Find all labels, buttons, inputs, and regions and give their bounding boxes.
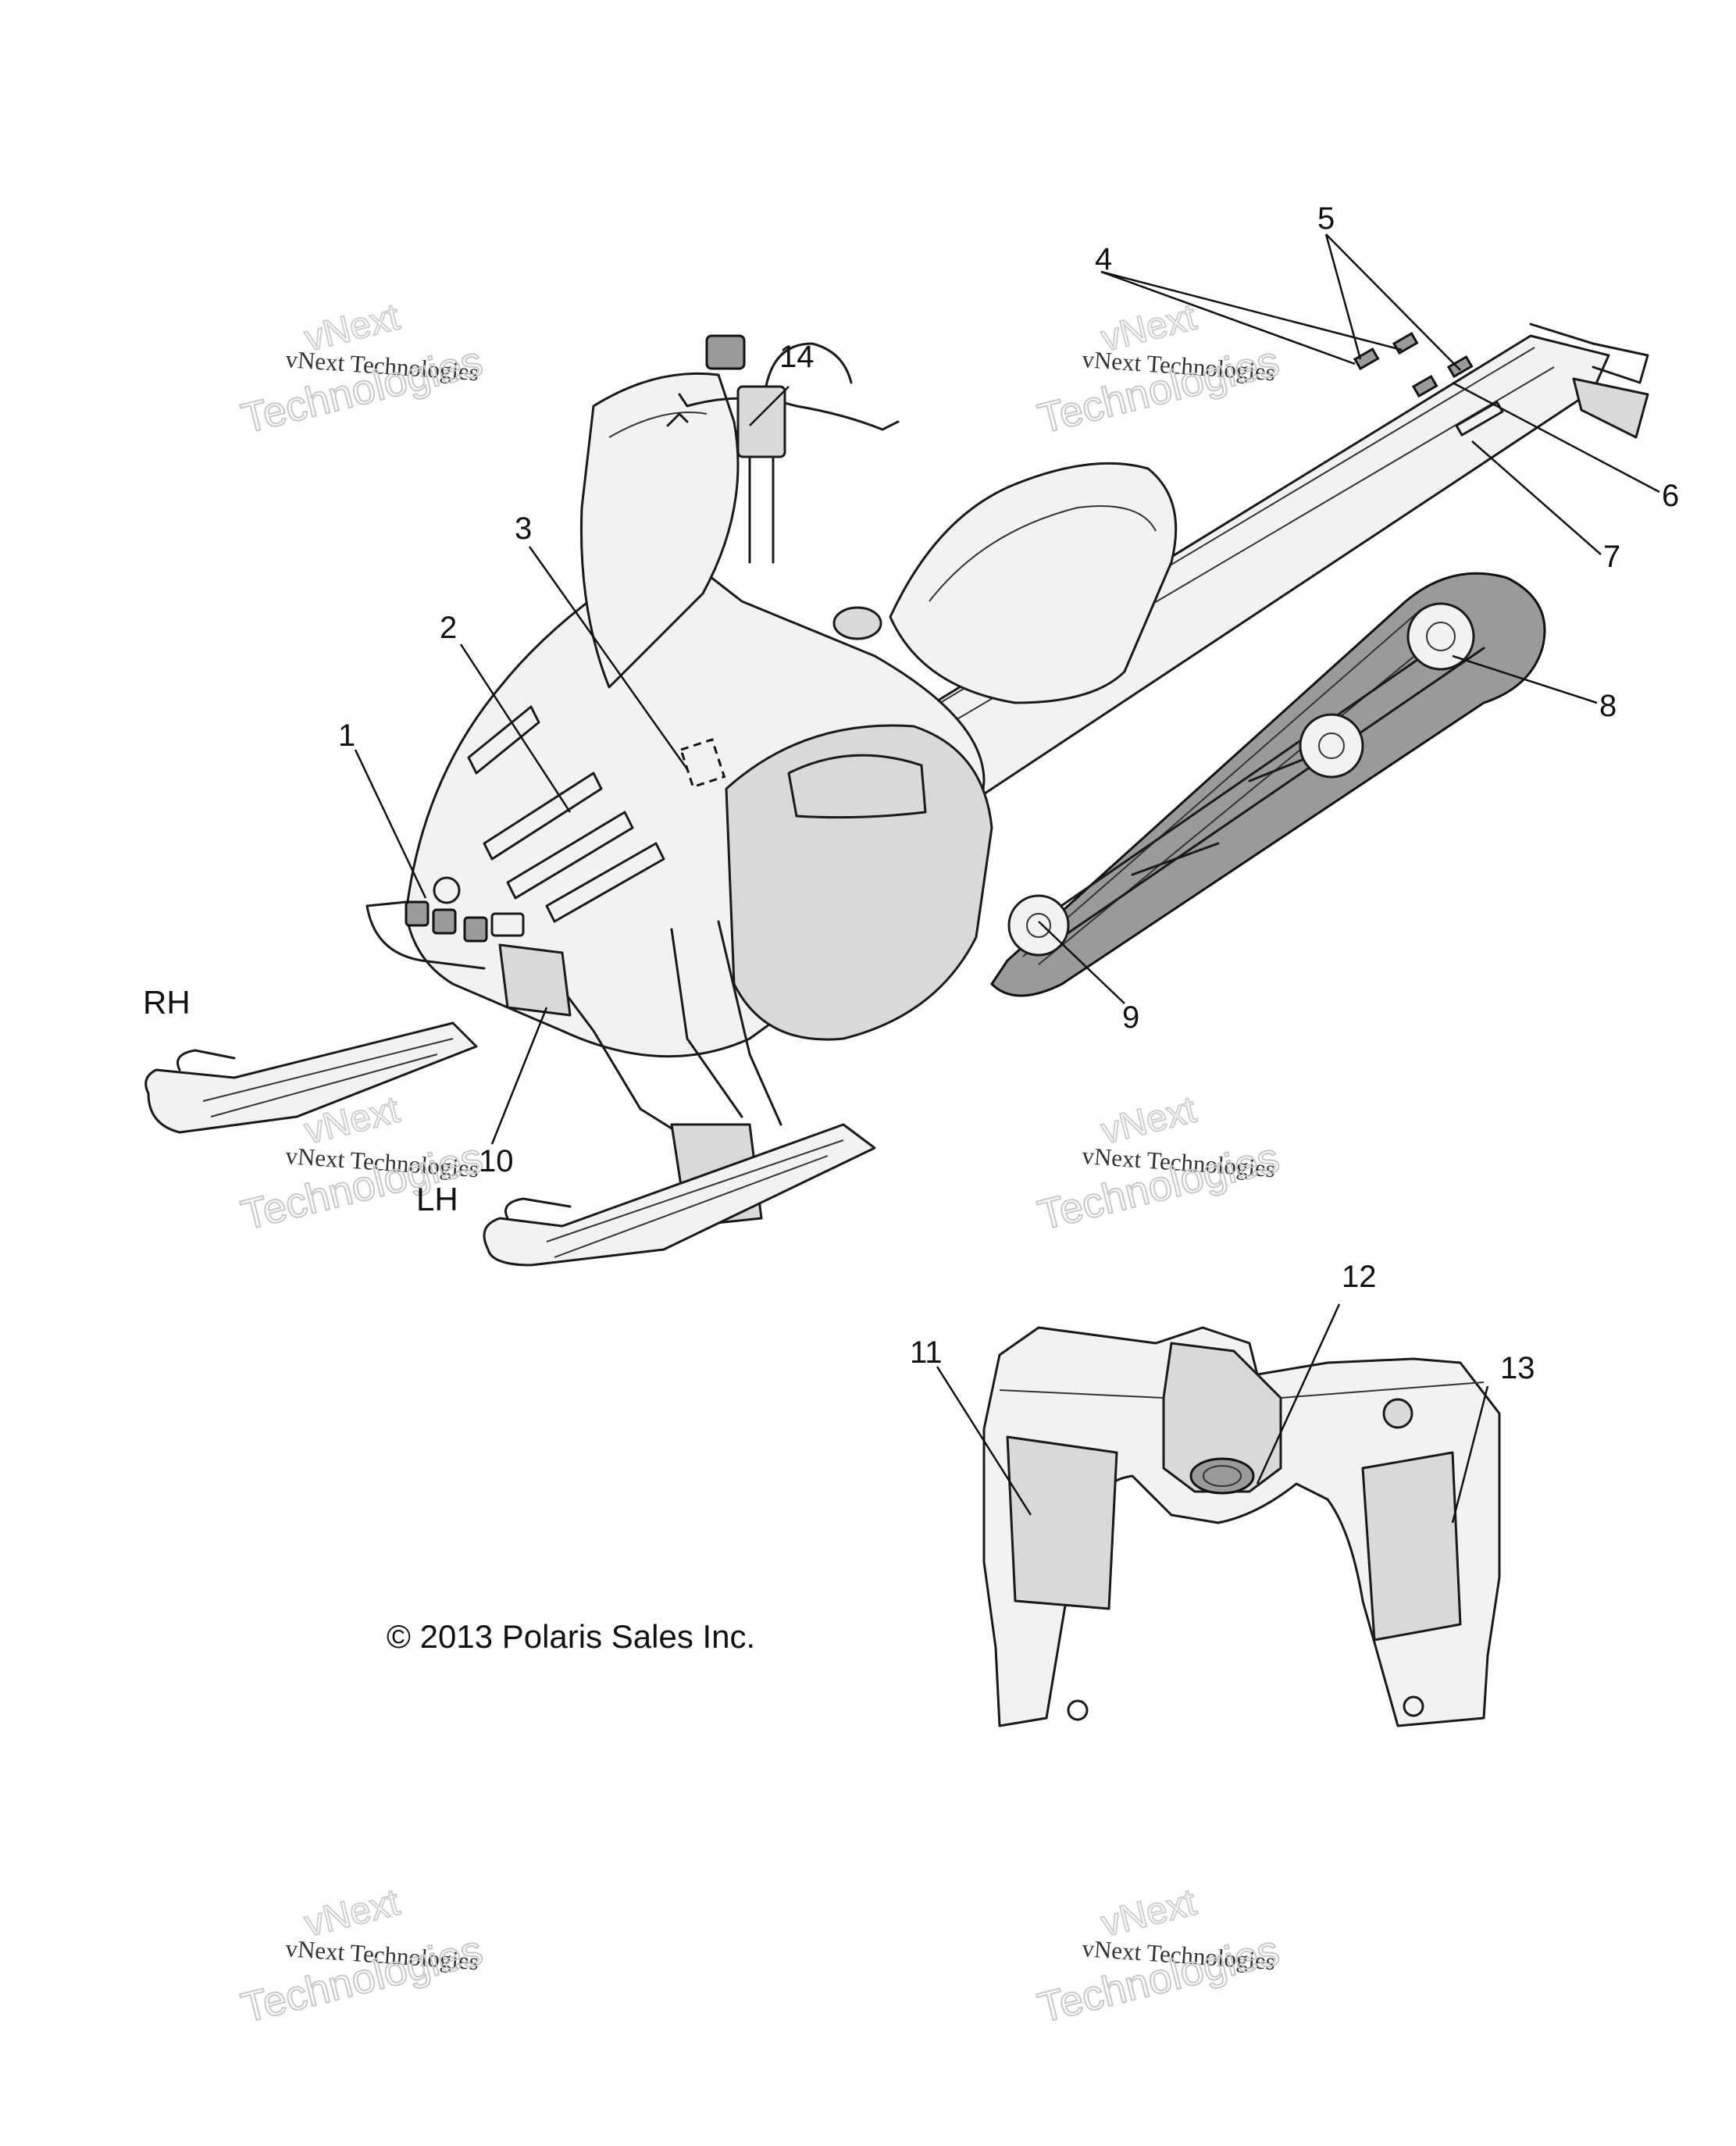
seat <box>889 462 1178 704</box>
watermark-mid-right: vNext vNext Technologies Technologies <box>1032 1089 1284 1240</box>
callout-labels: 1 2 3 4 5 6 7 8 9 10 11 12 13 14 <box>338 201 1679 1385</box>
callout-12: 12 <box>1342 1260 1377 1294</box>
callout-13: 13 <box>1500 1351 1535 1385</box>
watermark-top-right: vNext vNext Technologies Technologies <box>1032 296 1284 444</box>
side-label-lh: LH <box>416 1181 458 1217</box>
callout-10: 10 <box>479 1144 514 1178</box>
svg-text:vNext: vNext <box>1097 1089 1200 1153</box>
hood-detail-right-panel <box>1361 1451 1462 1642</box>
callout-2: 2 <box>440 611 457 645</box>
suspension-wheel-rear <box>1007 894 1070 957</box>
watermark-bottom-left: vNext vNext Technologies Technologies <box>236 1881 487 2033</box>
throttle-cable <box>764 342 853 392</box>
copyright-notice: © 2013 Polaris Sales Inc. <box>387 1618 755 1655</box>
callout-5: 5 <box>1317 201 1335 236</box>
callout-4: 4 <box>1095 242 1112 276</box>
suspension-wheel-mid <box>1299 713 1364 779</box>
callout-3: 3 <box>515 512 532 546</box>
hood-vents <box>467 705 665 923</box>
rear-suspension <box>1037 623 1485 939</box>
mirror-mount <box>705 334 746 370</box>
side-panel <box>725 724 993 1041</box>
rear-bumper <box>1529 323 1649 384</box>
callout-6: 6 <box>1662 479 1679 513</box>
gauge <box>736 385 786 458</box>
snowmobile-drawing <box>144 323 1649 1267</box>
watermark-top-left: vNext vNext Technologies Technologies <box>236 296 487 444</box>
leader-lines <box>354 233 1660 1524</box>
hood-detail-gauge-hole <box>1189 1457 1255 1495</box>
gas-cap <box>832 606 882 640</box>
svg-text:vNext: vNext <box>301 1882 404 1945</box>
svg-text:vNext: vNext <box>1097 1882 1200 1945</box>
callout-11: 11 <box>910 1335 943 1370</box>
hood-detail-drawing <box>982 1326 1501 1727</box>
callout-14: 14 <box>779 340 815 374</box>
handlebar <box>678 393 900 431</box>
hood-detail-left-panel <box>1006 1435 1118 1610</box>
side-panel-window <box>787 754 927 819</box>
side-label-rh: RH <box>143 984 191 1021</box>
suspension-wheel <box>1406 602 1475 671</box>
snow-flap <box>1572 377 1649 439</box>
front-bumper <box>365 900 486 970</box>
windshield <box>579 372 740 689</box>
callout-8: 8 <box>1599 689 1617 723</box>
rh-ski <box>144 1021 478 1134</box>
callout-1: 1 <box>338 718 355 753</box>
callout-7: 7 <box>1603 540 1620 574</box>
hood-detail-vent-right <box>1382 1398 1413 1429</box>
watermark-bottom-right: vNext vNext Technologies Technologies <box>1032 1881 1284 2033</box>
headlights <box>405 876 525 943</box>
hood-badge <box>433 876 461 904</box>
tunnel-decals <box>1353 331 1504 437</box>
callout-9: 9 <box>1122 1000 1139 1035</box>
hood-detail-center <box>1162 1342 1282 1493</box>
